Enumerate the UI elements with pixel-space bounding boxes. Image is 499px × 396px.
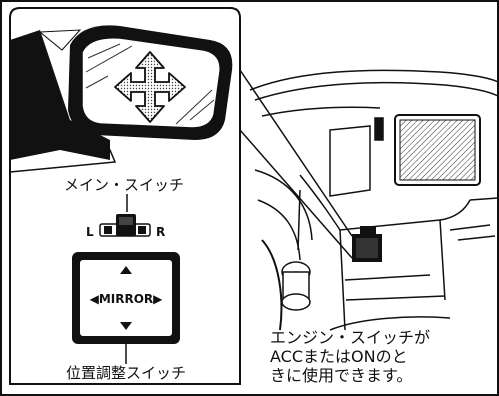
dashboard-illustration	[249, 69, 499, 331]
usage-note: エンジン・スイッチが ACCまたはONのと きに使用できます。	[270, 328, 430, 385]
main-switch-slider	[99, 214, 151, 237]
leader-lines	[239, 69, 353, 259]
down-arrow-icon	[120, 322, 132, 330]
four-way-arrow-icon	[114, 51, 186, 123]
switch-left-label: L	[86, 225, 94, 239]
dash-switch-location	[352, 226, 382, 262]
main-switch-label: メイン・スイッチ	[64, 176, 184, 194]
mirror-switch-label: ◀MIRROR▶	[90, 292, 164, 306]
adjust-switch-label: 位置調整スイッチ	[66, 364, 186, 382]
up-arrow-icon	[120, 266, 132, 274]
note-line-2: ACCまたはONのと	[270, 347, 408, 366]
note-line-3: きに使用できます。	[270, 366, 412, 385]
switch-right-label: R	[156, 225, 165, 239]
mirror-adjust-switch	[72, 252, 180, 344]
note-line-1: エンジン・スイッチが	[270, 328, 430, 347]
